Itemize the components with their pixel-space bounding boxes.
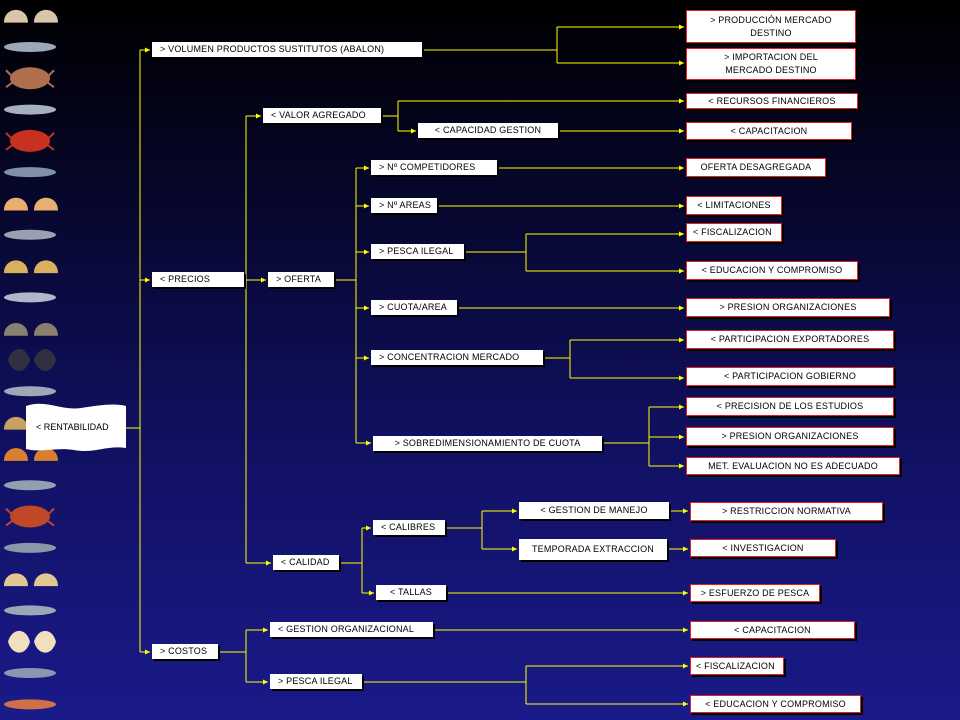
node-concentracion-mercado: > CONCENTRACION MERCADO (371, 350, 543, 365)
leaf-presion-organizaciones-2: > PRESION ORGANIZACIONES (686, 427, 894, 446)
node-sobredimensionamiento: > SOBREDIMENSIONAMIENTO DE CUOTA (373, 436, 602, 451)
leaf-recursos-financieros: < RECURSOS FINANCIEROS (686, 93, 858, 109)
fish-icon (4, 104, 56, 115)
leaf-investigacion: < INVESTIGACION (690, 539, 836, 557)
node-pesca-ilegal: > PESCA ILEGAL (371, 244, 464, 259)
fish-icon (4, 41, 56, 52)
clam-icon (4, 573, 58, 587)
node-calibres: < CALIBRES (373, 520, 445, 535)
root-rentabilidad: < RENTABILIDAD (36, 422, 109, 432)
leaf-oferta-desagregada: OFERTA DESAGREGADA (686, 158, 826, 177)
leaf-participacion-gobierno: < PARTICIPACION GOBIERNO (686, 367, 894, 386)
leaf-met-evaluacion: MET. EVALUACION NO ES ADECUADO (686, 457, 900, 475)
leaf-capacitacion-2: < CAPACITACION (690, 621, 855, 639)
node-capacidad-gestion: < CAPACIDAD GESTION (418, 123, 558, 138)
fish-icon (4, 480, 56, 491)
node-valor-agregado: < VALOR AGREGADO (263, 108, 381, 123)
node-calidad: < CALIDAD (273, 555, 339, 570)
fish-icon (4, 292, 56, 303)
node-tallas: < TALLAS (376, 585, 446, 600)
scallop-icon (4, 448, 58, 461)
mussel-icon (8, 349, 56, 371)
leaf-fiscalizacion-1: < FISCALIZACION (686, 223, 782, 242)
fish-icon (4, 605, 56, 616)
node-areas: > Nº AREAS (371, 198, 437, 213)
leaf-precision-estudios: < PRECISION DE LOS ESTUDIOS (686, 397, 894, 416)
crab-icon (5, 67, 55, 90)
leaf-importacion-mercado: > IMPORTACION DEL MERCADO DESTINO (686, 48, 856, 80)
fish-icon (4, 386, 56, 397)
leaf-limitaciones: < LIMITACIONES (686, 196, 782, 215)
node-precios: < PRECIOS (152, 272, 244, 287)
node-cuota-area: > CUOTA/AREA (371, 300, 457, 315)
leaf-esfuerzo-pesca: > ESFUERZO DE PESCA (690, 584, 820, 602)
leaf-fiscalizacion-2: < FISCALIZACION (690, 657, 784, 675)
leaf-presion-organizaciones-1: > PRESION ORGANIZACIONES (686, 298, 890, 317)
node-pesca-ilegal-costos: > PESCA ILEGAL (270, 674, 362, 689)
node-oferta: > OFERTA (268, 272, 334, 287)
node-costos: > COSTOS (152, 644, 218, 659)
scallop-icon (4, 197, 58, 211)
crab-icon (5, 129, 55, 152)
fish-icon (4, 229, 56, 240)
node-temporada-extraccion: TEMPORADA EXTRACCION (519, 539, 667, 560)
clam-icon (4, 260, 58, 274)
node-gestion-organizacional: < GESTION ORGANIZACIONAL (270, 622, 433, 637)
razor-clam-icon (8, 630, 56, 653)
leaf-produccion-mercado: > PRODUCCIÓN MERCADO DESTINO (686, 10, 856, 43)
fish-icon (4, 668, 56, 679)
node-competidores: > Nº COMPETIDORES (371, 160, 497, 175)
leaf-participacion-exportadores: < PARTICIPACION EXPORTADORES (686, 330, 894, 349)
fish-icon (4, 167, 56, 178)
shell-icon (4, 9, 58, 23)
fish-icon (4, 542, 56, 553)
shrimp-icon (4, 699, 56, 710)
crab-icon (5, 505, 55, 528)
root-flag-shape (26, 403, 126, 452)
node-gestion-manejo: < GESTION DE MANEJO (519, 502, 669, 519)
node-volumen-sustitutos: > VOLUMEN PRODUCTOS SUSTITUTOS (ABALON) (152, 42, 422, 57)
species-image-column (4, 9, 58, 710)
leaf-educacion-2: < EDUCACION Y COMPROMISO (690, 695, 861, 713)
leaf-educacion-1: < EDUCACION Y COMPROMISO (686, 261, 858, 280)
leaf-restriccion-normativa: > RESTRICCION NORMATIVA (690, 502, 883, 521)
oyster-icon (4, 322, 58, 336)
leaf-capacitacion-1: < CAPACITACION (686, 122, 852, 140)
